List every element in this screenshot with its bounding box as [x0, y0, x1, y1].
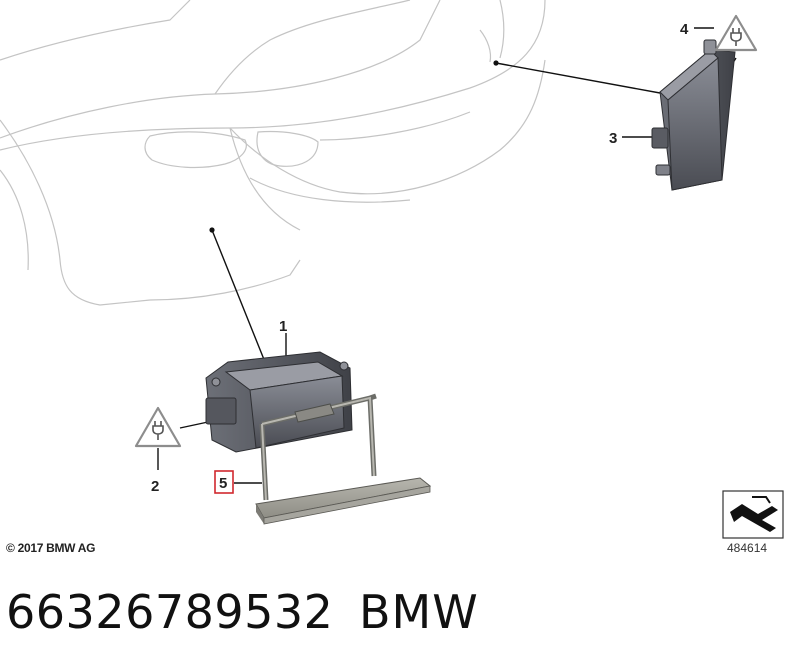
- part-1-sensor-housing: [205, 351, 353, 453]
- copyright-text: © 2017 BMW AG: [6, 541, 96, 555]
- callout-4: 4: [680, 21, 689, 38]
- callout-2: 2: [151, 478, 159, 495]
- callout-1: 1: [279, 318, 287, 335]
- leader-dot-vehicle-rear: [493, 60, 499, 66]
- callout-5-highlight-box: [214, 470, 234, 494]
- reference-arrow-icon: [722, 490, 784, 539]
- part-number: 66326789532: [6, 585, 334, 639]
- reference-number: 484614: [727, 541, 768, 555]
- part-5-cover-bracket: [255, 393, 432, 525]
- leader-dot-vehicle-front: [209, 227, 215, 233]
- callout-5: 5: [219, 475, 227, 492]
- part-3-control-unit: [651, 39, 736, 191]
- plug-warning-triangle-icon: [134, 406, 182, 448]
- callout-3: 3: [609, 130, 617, 147]
- plug-warning-triangle-icon: [714, 14, 758, 52]
- brand-name: BMW: [359, 585, 479, 639]
- vehicle-outline: [0, 0, 546, 306]
